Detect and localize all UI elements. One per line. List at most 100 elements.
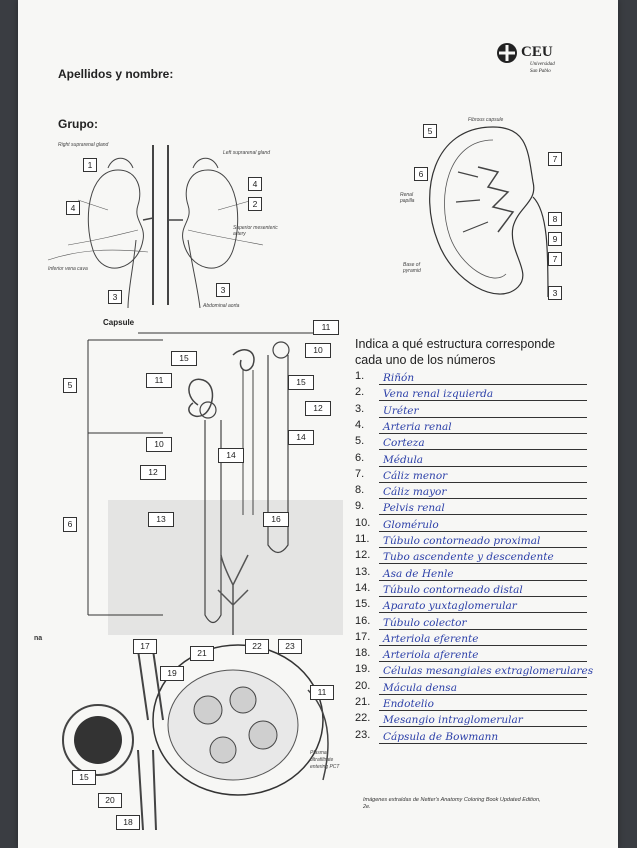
prompt-line-1: Indica a qué estructura corresponde bbox=[355, 337, 556, 351]
answer-underline bbox=[379, 644, 587, 646]
section-box-5: 5 bbox=[423, 124, 437, 138]
answer-number: 16. bbox=[355, 614, 371, 627]
answer-underline bbox=[379, 384, 587, 385]
ceu-logo: CEU Universidad San Pablo bbox=[496, 42, 586, 82]
nephron-box-16: 16 bbox=[263, 512, 289, 527]
answer-handwritten-text: Túbulo contorneado proximal bbox=[383, 535, 541, 547]
footnote-line-2: 2e. bbox=[363, 804, 371, 810]
answer-underline bbox=[379, 595, 587, 597]
caption-ultrafiltrate: ultrafiltrate bbox=[310, 757, 334, 763]
label-renal-papilla: Renal papilla bbox=[400, 192, 415, 204]
label-fibrous-capsule: Fibrous capsule bbox=[468, 117, 504, 123]
figure-nephron: Capsule 11 10 15 11 15 12 10 14 14 12 13… bbox=[43, 315, 343, 635]
answer-number: 2. bbox=[355, 386, 365, 399]
section-box-7-top: 7 bbox=[548, 152, 562, 166]
answer-underline bbox=[379, 563, 587, 565]
nephron-box-5: 5 bbox=[63, 378, 77, 393]
worksheet-page: CEU Universidad San Pablo Apellidos y no… bbox=[18, 0, 618, 848]
answer-row: 12.Tubo ascendente y descendente bbox=[355, 549, 595, 565]
section-box-8: 8 bbox=[548, 212, 562, 226]
answer-number: 7. bbox=[355, 467, 365, 480]
answer-row: 21.Endotelio bbox=[355, 696, 595, 712]
glomerulus-drawing bbox=[62, 644, 329, 831]
name-label: Apellidos y nombre: bbox=[58, 67, 174, 81]
caption-entering-pct: entering PCT bbox=[310, 764, 340, 770]
answer-number: 19. bbox=[355, 663, 371, 676]
label-superior-mesenteric-artery: Superior mesenteric artery bbox=[233, 225, 278, 237]
answer-handwritten-text: Arteriola eferente bbox=[383, 632, 479, 645]
answer-row: 7. Cáliz menor bbox=[355, 468, 595, 484]
nephron-box-14-left: 14 bbox=[218, 448, 244, 463]
answer-row: 18.Arteriola aferente bbox=[355, 647, 595, 663]
section-box-3: 3 bbox=[548, 286, 562, 300]
glomerulus-box-21: 21 bbox=[190, 646, 214, 661]
answer-row: 23.Cápsula de Bowmann bbox=[355, 729, 595, 745]
answer-underline bbox=[379, 579, 587, 581]
kidney-box-3-left: 3 bbox=[108, 290, 122, 304]
answer-number: 8. bbox=[355, 484, 365, 497]
nephron-box-15-right: 15 bbox=[288, 375, 314, 390]
answer-underline bbox=[379, 726, 587, 728]
answer-handwritten-text: Células mesangiales extraglomerulares bbox=[383, 665, 594, 678]
label-abdominal-aorta: Abdominal aorta bbox=[203, 303, 240, 309]
answer-underline bbox=[379, 432, 587, 434]
nephron-box-12-right: 12 bbox=[305, 401, 331, 416]
answer-underline bbox=[379, 530, 587, 532]
kidney-box-1: 1 bbox=[83, 158, 97, 172]
answer-handwritten-text: Pelvis renal bbox=[383, 502, 445, 515]
answer-number: 4. bbox=[355, 418, 365, 431]
kidney-box-4-right: 4 bbox=[248, 177, 262, 191]
label-left-suprarenal-gland: Left suprarenal gland bbox=[223, 150, 270, 156]
answer-underline bbox=[379, 628, 587, 630]
answer-underline bbox=[379, 710, 587, 711]
answer-underline bbox=[379, 514, 587, 516]
answer-handwritten-text: Cáliz mayor bbox=[383, 486, 447, 499]
logo-line-1: Universidad bbox=[530, 62, 555, 67]
glomerulus-box-20: 20 bbox=[98, 793, 122, 808]
answer-number: 15. bbox=[355, 598, 371, 611]
answer-number: 13. bbox=[355, 565, 371, 578]
glomerulus-box-11: 11 bbox=[310, 685, 334, 700]
answer-row: 17. Arteriola eferente bbox=[355, 631, 595, 647]
group-label: Grupo: bbox=[58, 117, 98, 131]
answer-handwritten-text: Cápsula de Bowmann bbox=[383, 730, 499, 743]
answer-number: 1. bbox=[355, 370, 365, 382]
answer-number: 17. bbox=[355, 630, 371, 643]
answer-handwritten-text: Médula bbox=[383, 453, 424, 466]
kidney-box-3-right: 3 bbox=[216, 283, 230, 297]
answer-handwritten-text: Asa de Henle bbox=[383, 567, 454, 580]
figure-glomerulus: na 17 21 22 23 19 11 15 20 18 Plasma ult… bbox=[34, 630, 343, 840]
answer-underline bbox=[379, 481, 587, 483]
answer-handwritten-text: Aparato yuxtaglomerular bbox=[383, 600, 517, 613]
answer-underline bbox=[379, 677, 587, 679]
glomerulus-box-15: 15 bbox=[72, 770, 96, 785]
answer-row: 19. Células mesangiales extraglomerulares bbox=[355, 663, 595, 679]
glomerulus-box-19: 19 bbox=[160, 666, 184, 681]
cross-emblem-icon bbox=[497, 43, 517, 63]
answer-row: 22.Mesangio intraglomerular bbox=[355, 712, 595, 728]
nephron-box-15-left: 15 bbox=[171, 351, 197, 366]
answer-number: 21. bbox=[355, 696, 371, 708]
answer-underline bbox=[379, 612, 587, 614]
answer-handwritten-text: Túbulo contorneado distal bbox=[383, 583, 523, 596]
image-source-footnote: Imágenes extraídas de Netter's Anatomy C… bbox=[363, 797, 603, 811]
label-inferior-vena-cava: Inferior vena cava bbox=[48, 266, 88, 272]
nephron-box-10-left: 10 bbox=[146, 437, 172, 452]
answer-row: 11.Túbulo contorneado proximal bbox=[355, 533, 595, 549]
answer-handwritten-text: Mesangio intraglomerular bbox=[383, 714, 523, 727]
label-right-suprarenal-gland: Right suprarenal gland bbox=[58, 142, 109, 148]
answer-row: 6.Médula bbox=[355, 452, 595, 468]
kidney-box-2: 2 bbox=[248, 197, 262, 211]
figure-kidney-section: Fibrous capsule Renal papilla Base of py… bbox=[398, 112, 573, 312]
answer-number: 5. bbox=[355, 435, 365, 448]
logo-line-2: San Pablo bbox=[530, 69, 551, 74]
answer-number: 9. bbox=[355, 500, 365, 513]
answer-number: 20. bbox=[355, 679, 371, 692]
answer-handwritten-text: Mácula densa bbox=[383, 681, 457, 694]
answer-handwritten-text: Cáliz menor bbox=[383, 469, 448, 482]
answer-underline bbox=[379, 693, 587, 695]
answer-number: 3. bbox=[355, 402, 365, 415]
answer-underline bbox=[379, 547, 587, 548]
answer-underline bbox=[379, 742, 587, 744]
answer-row: 4.Arteria renal bbox=[355, 419, 595, 435]
